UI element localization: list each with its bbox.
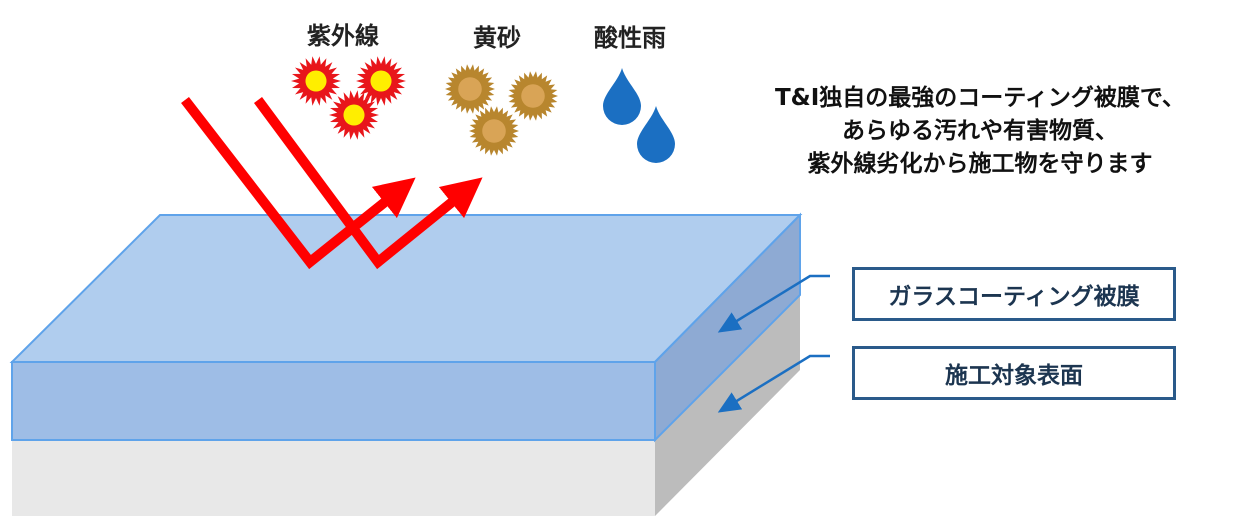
message-line: あらゆる汚れや有害物質、	[842, 118, 1118, 144]
uv-sun-icon-core	[343, 104, 365, 126]
coating-leader-arrow	[717, 274, 830, 333]
acid-rain-heading: 酸性雨	[594, 24, 666, 52]
sand-particle-icon-core	[521, 84, 545, 108]
uv-sun-icon-core	[370, 70, 392, 92]
raindrop-icon	[603, 68, 641, 125]
reflected-ray-2	[253, 97, 483, 270]
uv-heading: 紫外線	[307, 22, 379, 50]
message-line: 紫外線劣化から施工物を守ります	[807, 151, 1153, 177]
protection-message: T&I独自の最強のコーティング被膜で、 あらゆる汚れや有害物質、 紫外線劣化から…	[700, 82, 1248, 181]
coating-layer	[9, 212, 803, 443]
uv-sun-icon-core	[305, 70, 327, 92]
surface-leader-arrow	[717, 354, 830, 413]
surface-label-box: 施工対象表面	[852, 346, 1176, 400]
sand-heading: 黄砂	[473, 24, 521, 52]
reflected-ray-1	[181, 96, 416, 270]
message-line: T&I独自の最強のコーティング被膜で、	[774, 85, 1185, 111]
raindrop-icon	[637, 106, 675, 163]
sand-particle-icon-core	[458, 77, 482, 101]
sand-particle-icon-core	[482, 119, 506, 143]
coating-label-box: ガラスコーティング被膜	[852, 267, 1176, 321]
